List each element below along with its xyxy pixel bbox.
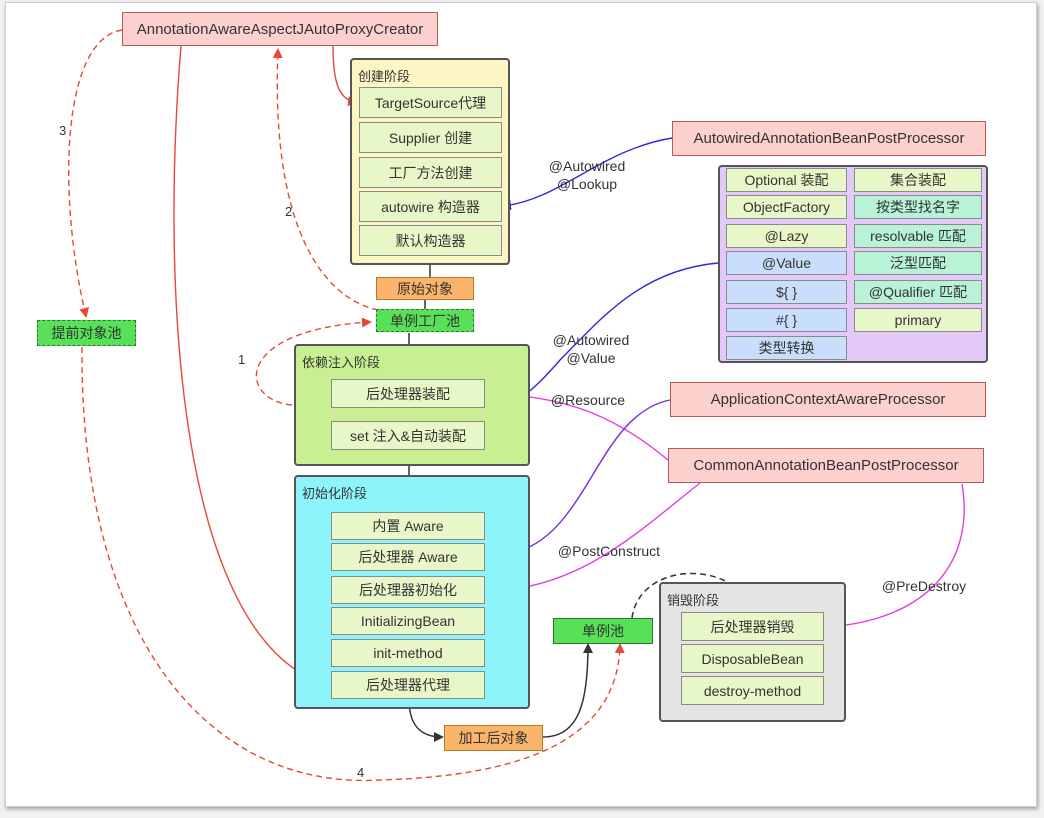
grid-collection: 集合装配 <box>854 168 982 192</box>
grid-resolvable: resolvable 匹配 <box>854 224 982 248</box>
destroy-phase-title: 销毁阶段 <box>667 593 720 608</box>
label-lookup: @Lookup <box>556 176 618 192</box>
step-set-injection: set 注入&自动装配 <box>331 421 485 450</box>
singleton-factory-pool-node: 单例工厂池 <box>376 309 474 332</box>
early-object-pool-node: 提前对象池 <box>37 320 136 346</box>
step-init-method: init-method <box>331 639 485 667</box>
step-postprocessor-proxy: 后处理器代理 <box>331 671 485 699</box>
grid-generic: 泛型匹配 <box>854 251 982 275</box>
create-phase-title: 创建阶段 <box>358 69 411 84</box>
label-postconstruct: @PostConstruct <box>557 543 661 559</box>
grid-placeholder: ${ } <box>726 280 847 304</box>
flow-processed-to-singleton-pool <box>542 643 593 738</box>
grid-qualifier: @Qualifier 匹配 <box>854 280 982 304</box>
step-postprocessor-destroy: 后处理器销毁 <box>681 612 824 641</box>
grid-optional: Optional 装配 <box>726 168 847 192</box>
step-autowire-constructor: autowire 构造器 <box>359 191 502 222</box>
red-step3 <box>68 29 123 318</box>
app-context-processor-node: ApplicationContextAwareProcessor <box>670 382 986 417</box>
grid-lazy: @Lazy <box>726 224 847 248</box>
step-postprocessor-aware: 后处理器 Aware <box>331 543 485 571</box>
raw-object-node: 原始对象 <box>376 277 474 300</box>
number-3: 3 <box>59 123 67 138</box>
step-factory-method: 工厂方法创建 <box>359 157 502 188</box>
red-step2 <box>272 48 379 311</box>
grid-primary: primary <box>854 308 982 332</box>
step-initializing-bean: InitializingBean <box>331 607 485 635</box>
common-annotation-processor-node: CommonAnnotationBeanPostProcessor <box>668 448 984 483</box>
step-targetsource-proxy: TargetSource代理 <box>359 87 502 118</box>
step-default-constructor: 默认构造器 <box>359 225 502 256</box>
grid-type-conversion: 类型转换 <box>726 336 847 360</box>
singleton-pool-node: 单例池 <box>553 618 653 644</box>
blue-autowired-to-constructor <box>501 137 673 211</box>
di-phase-title: 依赖注入阶段 <box>302 355 381 370</box>
label-predestroy: @PreDestroy <box>881 578 967 594</box>
number-4: 4 <box>357 765 365 780</box>
grid-by-type-name: 按类型找名字 <box>854 195 982 219</box>
label-autowired-2: @Autowired <box>552 332 630 348</box>
step-builtin-aware: 内置 Aware <box>331 512 485 540</box>
grid-objectfactory: ObjectFactory <box>726 195 847 219</box>
red-step1-loop <box>255 317 372 406</box>
step-destroy-method: destroy-method <box>681 676 824 705</box>
label-resource: @Resource <box>550 392 626 408</box>
processed-object-node: 加工后对象 <box>444 725 543 751</box>
step-supplier-create: Supplier 创建 <box>359 122 502 153</box>
step-disposable-bean: DisposableBean <box>681 644 824 673</box>
step-postprocessor-assembly: 后处理器装配 <box>331 379 485 408</box>
autowired-processor-node: AutowiredAnnotationBeanPostProcessor <box>672 121 986 156</box>
number-2: 2 <box>285 204 293 219</box>
red-top-to-proxy <box>173 45 329 688</box>
label-value: @Value <box>566 350 616 366</box>
label-autowired-1: @Autowired <box>548 158 626 174</box>
red-step4 <box>81 346 625 782</box>
grid-value: @Value <box>726 251 847 275</box>
magenta-predestroy <box>825 483 965 632</box>
number-1: 1 <box>238 352 246 367</box>
proxy-creator-node: AnnotationAwareAspectJAutoProxyCreator <box>122 12 438 46</box>
grid-spel: #{ } <box>726 308 847 332</box>
init-phase-title: 初始化阶段 <box>302 486 368 501</box>
step-postprocessor-init: 后处理器初始化 <box>331 576 485 604</box>
